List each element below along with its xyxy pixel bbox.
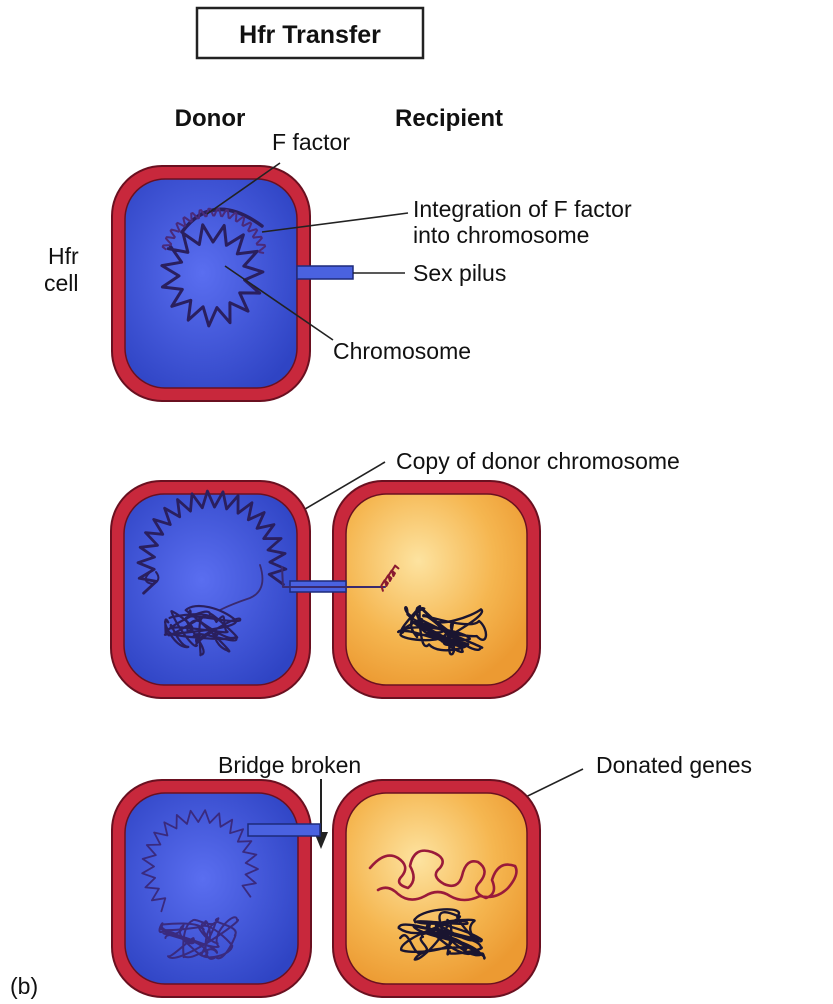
hfr-label-line2: cell <box>44 270 79 296</box>
panel-2-transfer: Copy of donor chromosome <box>111 448 680 698</box>
integration-label-line2: into chromosome <box>413 222 589 248</box>
donor-heading: Donor <box>175 105 246 132</box>
title-group: Hfr Transfer <box>197 8 423 58</box>
recipient-heading: Recipient <box>395 105 503 132</box>
panel-1-hfr-cell: Donor Recipient F factor Integration of … <box>44 105 632 401</box>
hfr-label-line1: Hfr <box>48 243 79 269</box>
copy-label: Copy of donor chromosome <box>396 448 680 474</box>
panel-3-separation: Bridge broken Donated genes <box>112 752 752 997</box>
broken-pilus <box>248 824 320 836</box>
integration-label-line1: Integration of F factor <box>413 196 632 222</box>
donor-cytoplasm <box>124 494 297 685</box>
f-factor-label: F factor <box>272 129 350 155</box>
chromosome-label: Chromosome <box>333 338 471 364</box>
sex-pilus-label: Sex pilus <box>413 260 506 286</box>
sex-pilus <box>297 266 353 279</box>
bridge-label: Bridge broken <box>218 752 361 778</box>
recipient-cytoplasm <box>346 494 527 685</box>
recipient-cytoplasm <box>346 793 527 984</box>
diagram-title: Hfr Transfer <box>239 21 381 49</box>
panel-label: (b) <box>10 973 38 999</box>
donated-label: Donated genes <box>596 752 752 778</box>
